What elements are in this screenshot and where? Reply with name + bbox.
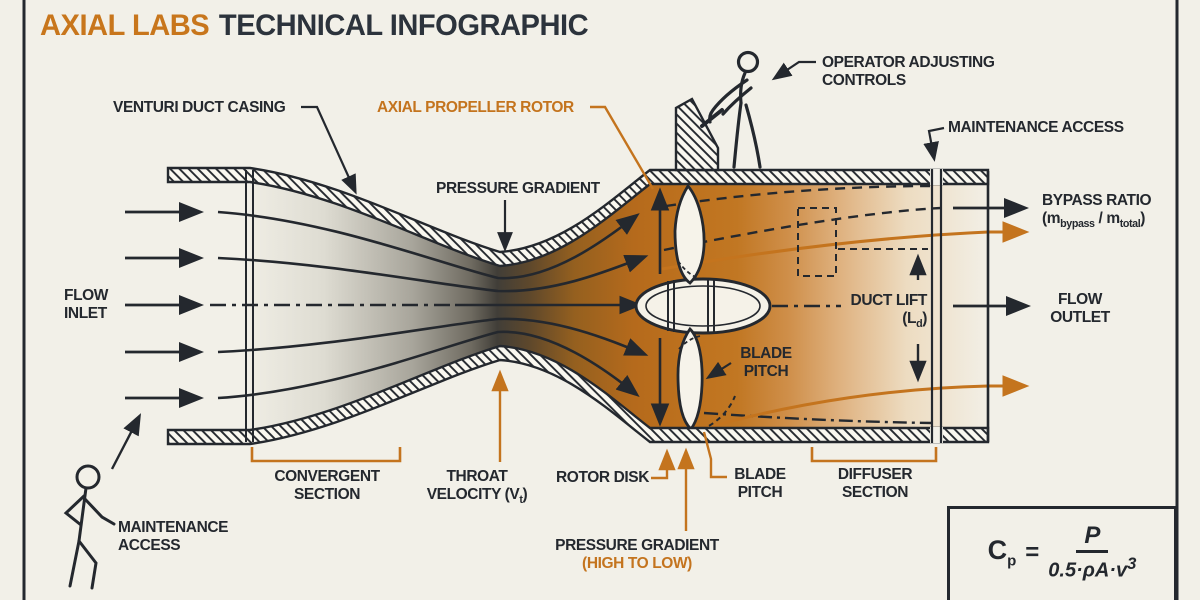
label-bypass-ratio: BYPASS RATIO (mbypass / mtotal) <box>1042 192 1152 231</box>
label-flow-outlet: FLOW OUTLET <box>1050 291 1110 326</box>
label-blade-pitch-inner: BLADE PITCH <box>740 345 792 380</box>
label-pressure-gradient-top: PRESSURE GRADIENT <box>436 180 600 197</box>
formula-lhs: Cp <box>987 535 1017 570</box>
maintenance-callout-arrow <box>110 413 141 470</box>
label-rotor-disk: ROTOR DISK <box>556 469 650 486</box>
formula-equals: = <box>1025 538 1040 566</box>
label-blade-pitch-lower: BLADE PITCH <box>734 466 786 501</box>
callout-leaders-dark <box>301 60 945 380</box>
label-maintenance-access-bottom: MAINTENANCE ACCESS <box>118 519 229 554</box>
operator-figure-icon <box>708 50 762 169</box>
label-diffuser-section: DIFFUSER SECTION <box>837 466 913 501</box>
maintenance-worker-icon <box>63 464 116 590</box>
brand-name: AXIAL LABS <box>40 9 210 42</box>
actuator-hatch-dashed <box>797 207 837 277</box>
bypass-flow-orange-lines <box>661 221 1030 431</box>
label-axial-propeller-rotor: AXIAL PROPELLER ROTOR <box>377 99 574 116</box>
panel-seam-gap <box>930 427 943 443</box>
formula-fraction: P 0.5·ρA·v3 <box>1048 522 1137 583</box>
propeller-hub <box>634 277 772 335</box>
diffuser-bracket <box>810 447 938 463</box>
bypass-flow-dashed-lines <box>663 184 942 425</box>
callout-leaders-orange <box>250 105 938 531</box>
propeller-blades <box>673 183 736 432</box>
label-throat-velocity: THROAT VELOCITY (Vt) <box>426 468 528 507</box>
frame-borders <box>22 0 1179 600</box>
label-maintenance-access-top: MAINTENANCE ACCESS <box>948 119 1124 136</box>
label-pressure-gradient-bottom: PRESSURE GRADIENT (HIGH TO LOW) <box>555 537 719 572</box>
control-lever <box>700 108 724 128</box>
label-operator-adjusting-controls: OPERATOR ADJUSTING CONTROLS <box>822 54 995 89</box>
panel-seam-gap <box>930 169 943 185</box>
flow-inlet-arrows <box>125 201 205 409</box>
label-flow-inlet: FLOW INLET <box>64 287 109 322</box>
title-rest: TECHNICAL INFOGRAPHIC <box>218 9 589 42</box>
duct-structure-lines <box>245 169 990 443</box>
label-venturi-duct-casing: VENTURI DUCT CASING <box>113 99 286 116</box>
control-console <box>674 97 724 172</box>
streamlines <box>210 210 841 400</box>
label-duct-lift: DUCT LIFT (Ld) <box>850 292 928 331</box>
label-convergent-section: CONVERGENT SECTION <box>274 468 380 503</box>
convergent-bracket <box>250 447 402 463</box>
power-coefficient-formula-box: Cp = P 0.5·ρA·v3 <box>947 506 1177 600</box>
